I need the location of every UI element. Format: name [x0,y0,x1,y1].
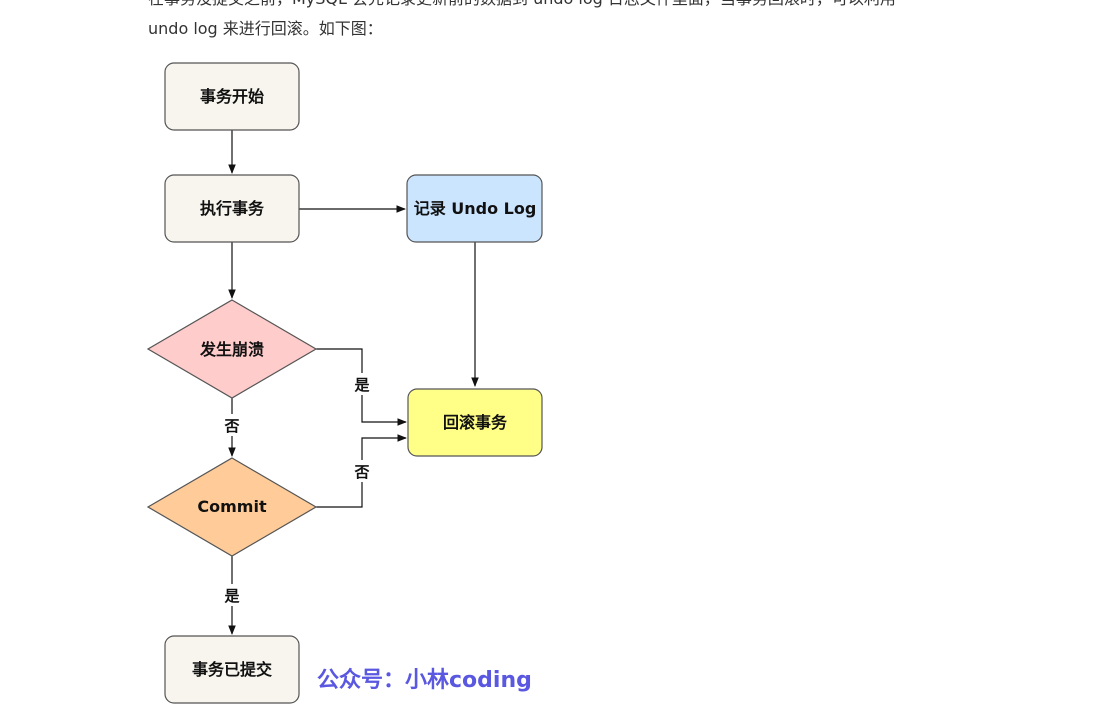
node-rollback-label: 回滚事务 [443,413,508,432]
edge-label-crash-no: 否 [223,417,239,435]
node-commit-label: Commit [197,497,267,516]
node-start-label: 事务开始 [200,87,264,106]
node-committed: 事务已提交 [164,635,300,704]
node-start: 事务开始 [164,62,300,131]
node-commit-decision: Commit [146,457,318,557]
node-record-undo-log: 记录 Undo Log [406,174,543,243]
node-crash-decision: 发生崩溃 [146,299,318,399]
node-execute-label: 执行事务 [200,199,265,218]
node-committed-label: 事务已提交 [192,660,272,679]
article-paragraph-line-2: undo log 来进行回滚。如下图： [148,19,383,38]
node-crash-label: 发生崩溃 [199,340,264,359]
edge-label-commit-yes: 是 [223,587,240,605]
edge-label-crash-yes: 是 [353,376,370,394]
article-paragraph-line-1: 在事务没提交之前，MySQL 会先记录更新前的数据到 undo log 日志文件… [148,0,896,10]
watermark-text: 公众号：小林coding [317,668,532,693]
node-rollback: 回滚事务 [407,388,543,457]
edge-label-commit-no: 否 [353,463,369,481]
node-record-label: 记录 Undo Log [414,199,537,218]
node-execute: 执行事务 [164,174,300,243]
